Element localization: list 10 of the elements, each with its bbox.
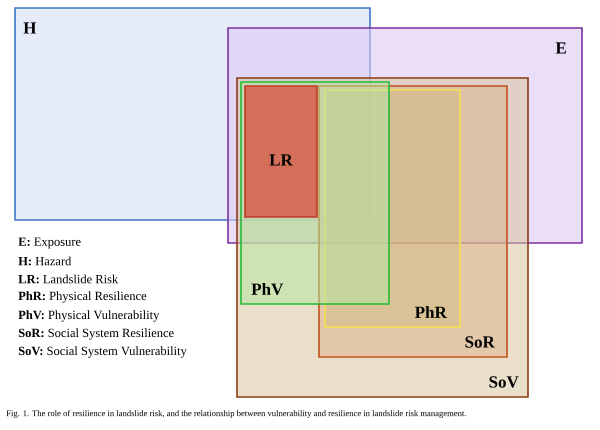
region-box: PhR: [324, 89, 461, 328]
legend-entry: LR: Landslide Risk: [18, 274, 118, 284]
legend-entry: E: Exposure: [18, 238, 81, 248]
legend-entry: PhV: Physical Vulnerability: [18, 310, 160, 322]
legend-entry: SoV: Social System Vulnerability: [18, 346, 187, 358]
caption: Fig. 1. The role of resilience in landslide risk, and the relationship between vulnerability and resilience in landslide risk management.: [6, 410, 466, 418]
legend-entry: SoR: Social System Resilience: [18, 328, 174, 340]
legend-entry: PhR: Physical Resilience: [18, 291, 146, 303]
legend-entry: H: Hazard: [18, 256, 72, 266]
region-box: LR: [244, 85, 318, 218]
